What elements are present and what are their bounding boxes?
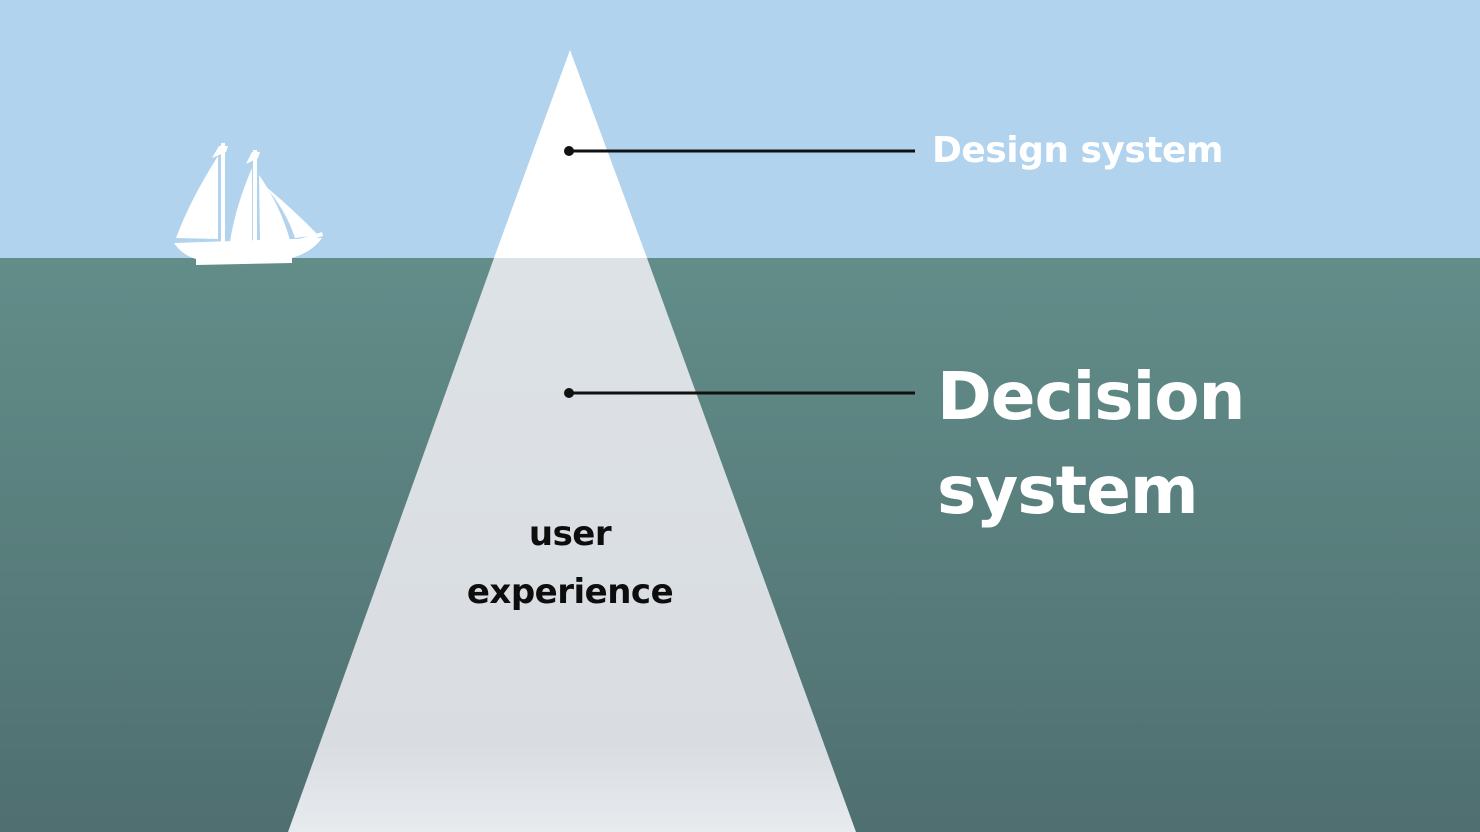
decision-system-label-line2: system <box>937 452 1199 529</box>
decision-system-leader-dot <box>564 388 574 398</box>
user-experience-label-line2: experience <box>466 572 674 612</box>
decision-system-label: Decision system <box>937 350 1246 538</box>
decision-system-label-line1: Decision <box>937 358 1246 435</box>
user-experience-label-line1: user <box>528 514 612 554</box>
design-system-label: Design system <box>932 130 1223 171</box>
user-experience-label: user experience <box>430 505 710 621</box>
design-system-leader-dot <box>564 146 574 156</box>
sailing-ship-icon <box>174 143 323 265</box>
iceberg-submerged <box>288 258 856 832</box>
